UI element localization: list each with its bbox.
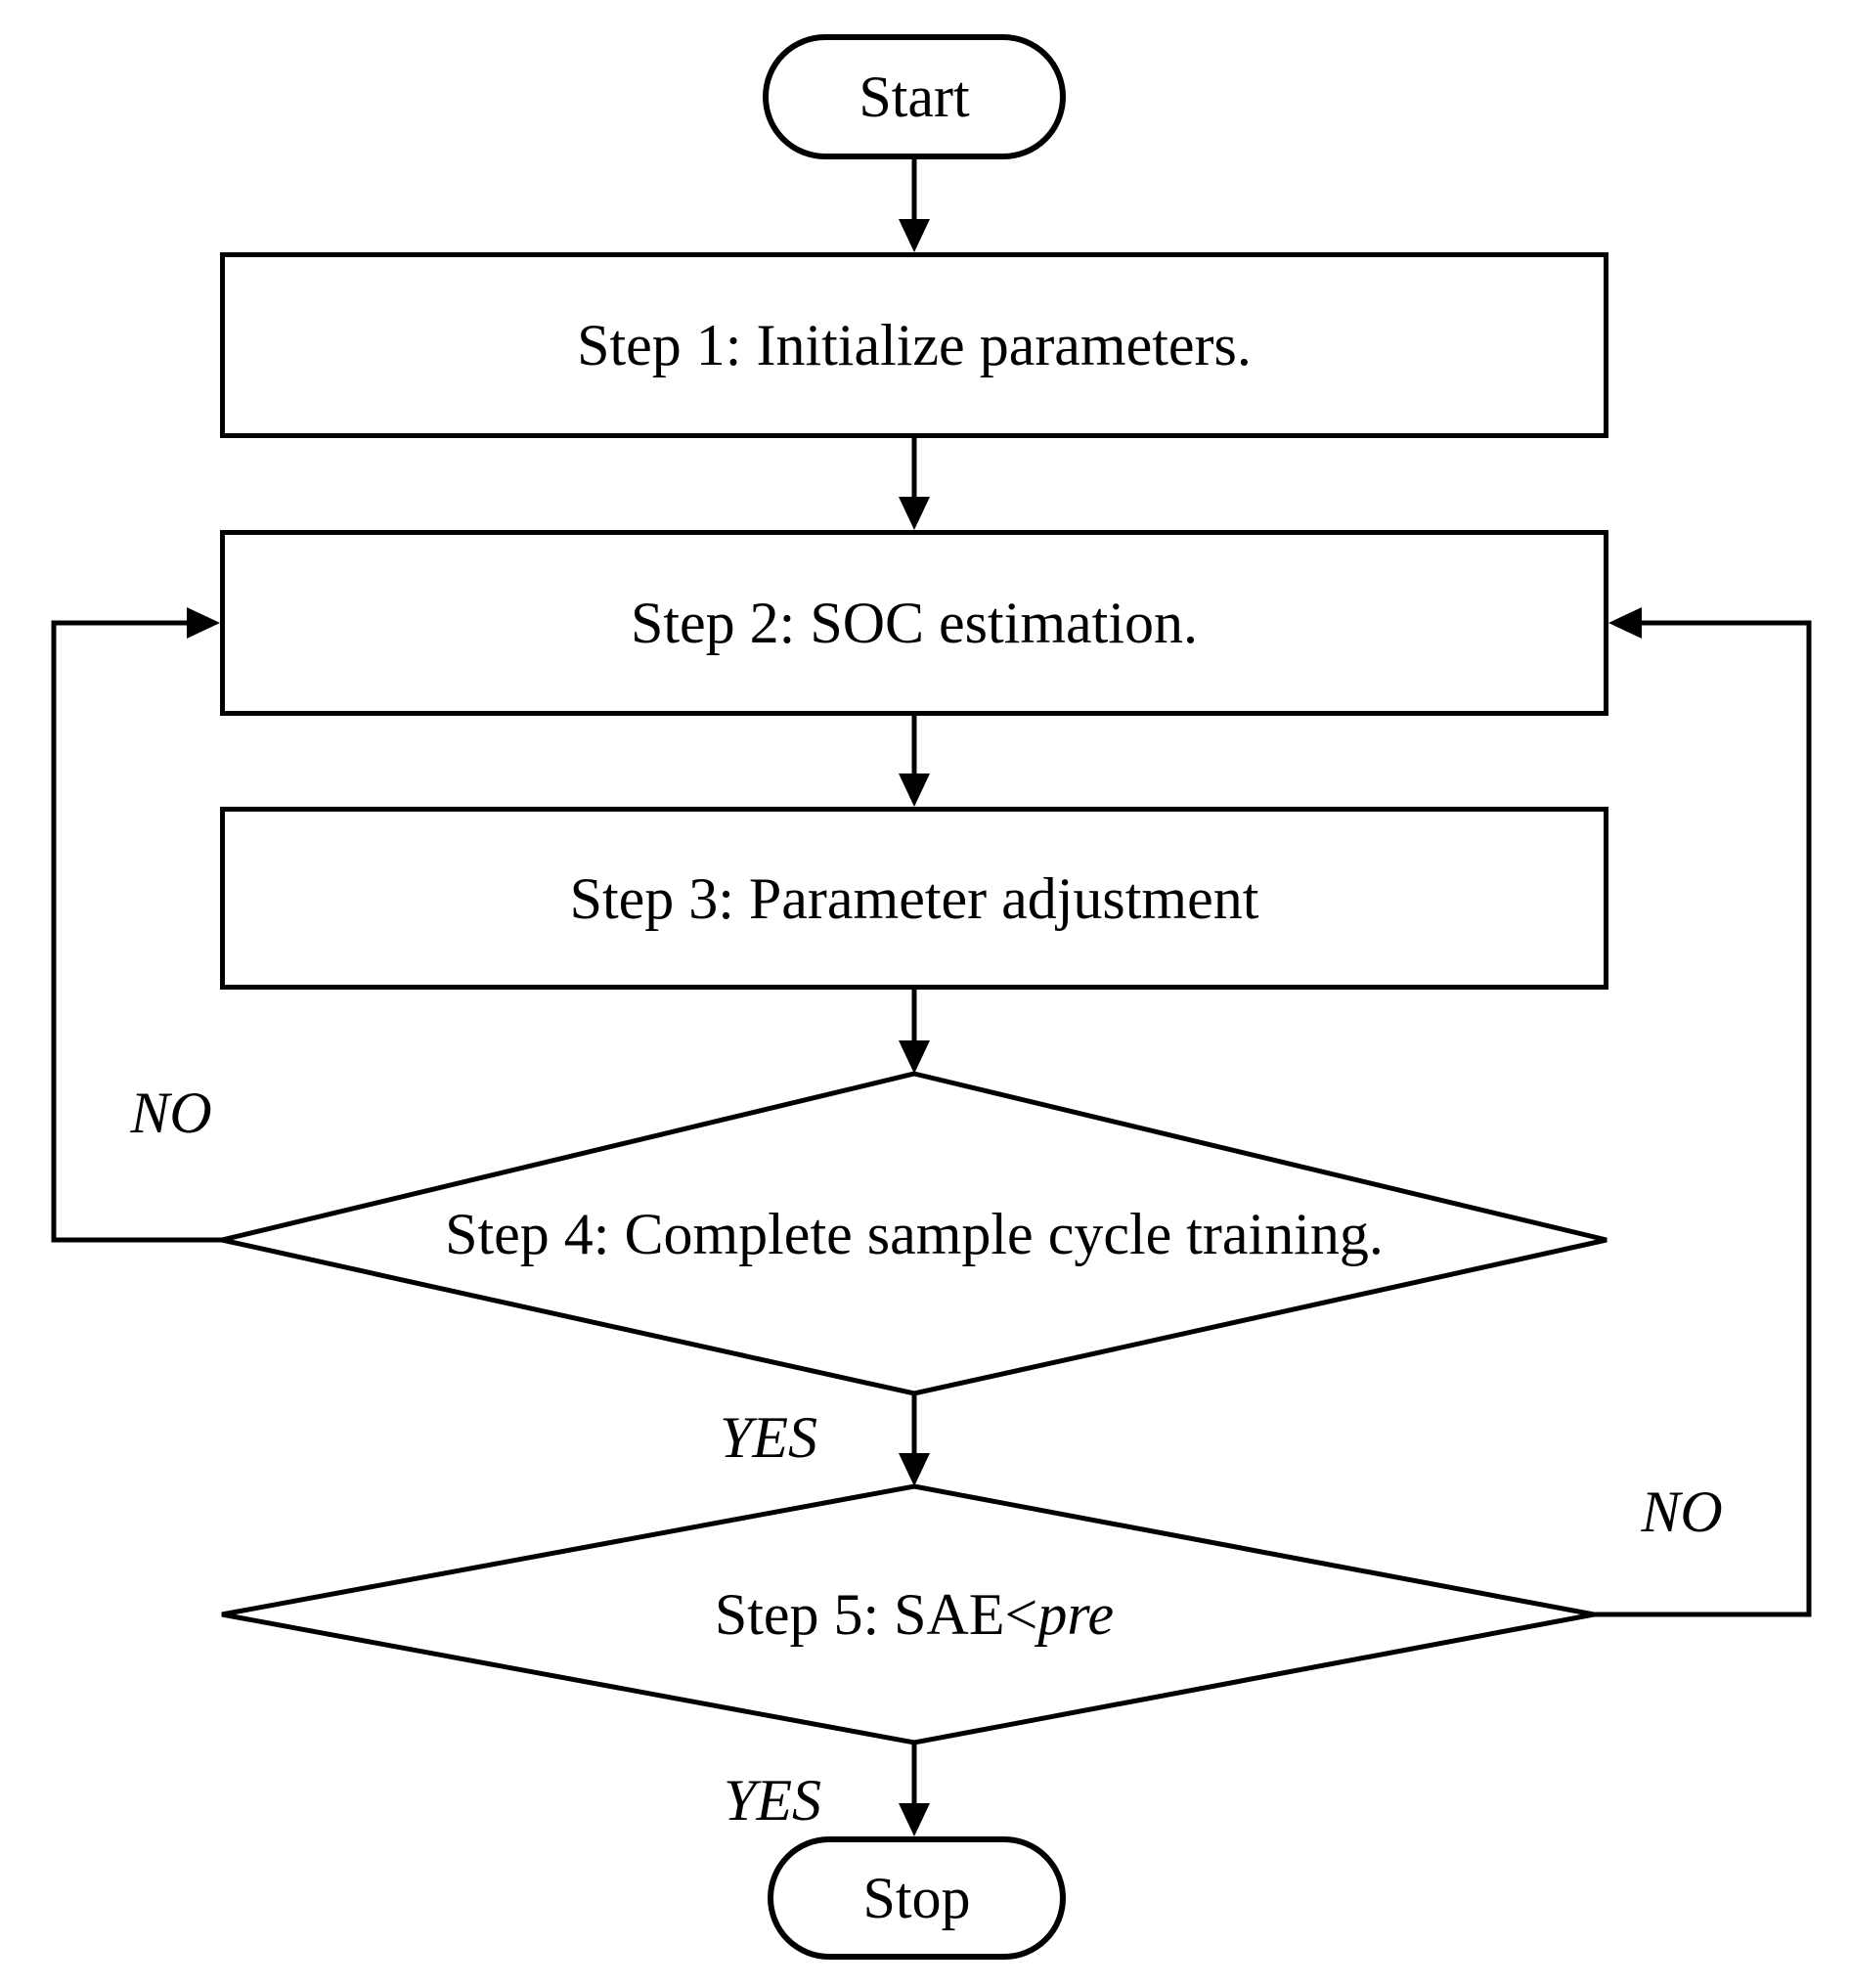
arrowhead-step1-to-step2 [899,497,930,530]
step5-label-threshold: pre [1037,1582,1115,1647]
arrowhead-step5-no-into-step2 [1608,607,1642,639]
start-terminator: Start [763,34,1066,159]
step5-decision-label: Step 5: SAE<pre [523,1575,1305,1654]
stop-label: Stop [862,1866,971,1930]
stop-terminator: Stop [768,1836,1066,1960]
arrowhead-step2-to-step3 [899,773,930,807]
step3-process-box: Step 3: Parameter adjustment [220,807,1608,990]
step5-label-prefix: Step 5: SAE< [714,1582,1038,1647]
step2-process-box: Step 2: SOC estimation. [220,530,1608,716]
edge-step5-no-loop [1594,620,1812,1617]
step1-label: Step 1: Initialize parameters. [577,313,1252,377]
step5-decision-diamond [221,1483,1595,1745]
step3-label: Step 3: Parameter adjustment [569,865,1259,931]
arrowhead-step4-no-into-step2 [187,607,220,639]
arrowhead-step5-yes-to-stop [899,1803,930,1836]
step4-label-text: Step 4: Complete sample cycle training. [445,1202,1384,1266]
step4-yes-edge-label: YES [719,1405,818,1470]
arrowhead-step4-yes-to-step5 [899,1453,930,1486]
step4-decision-label: Step 4: Complete sample cycle training. [279,1195,1550,1273]
step2-label: Step 2: SOC estimation. [630,591,1199,655]
step5-no-edge-label: NO [1641,1480,1723,1544]
step4-decision-diamond [221,1071,1608,1396]
start-label: Start [859,65,970,129]
step4-no-edge-label: NO [130,1081,212,1145]
step5-yes-edge-label: YES [723,1768,822,1833]
edge-step4-no-loop [51,620,222,1243]
step1-process-box: Step 1: Initialize parameters. [220,252,1608,438]
arrowhead-start-to-step1 [899,219,930,252]
arrowhead-step3-to-step4 [899,1040,930,1074]
